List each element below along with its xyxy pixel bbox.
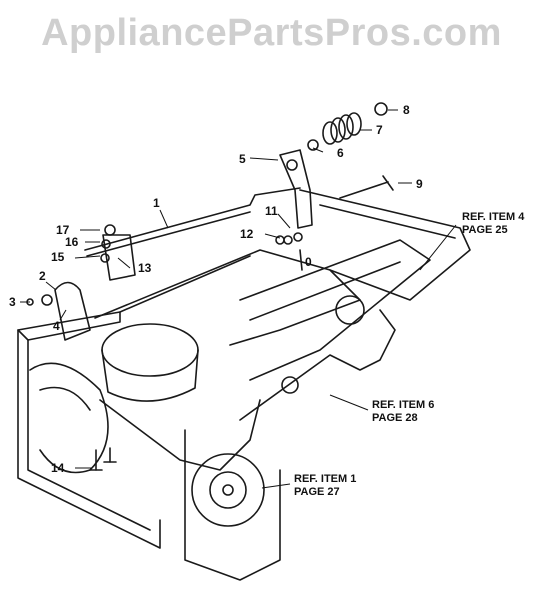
- ref-item-4-line1: REF. ITEM 4: [462, 211, 525, 223]
- callout-16: 16: [65, 235, 79, 249]
- callout-12: 12: [240, 227, 254, 241]
- nut: [374, 102, 388, 116]
- ref-item-1-line1: REF. ITEM 1: [294, 473, 356, 485]
- control-rod: [84, 187, 301, 251]
- callout-8: 8: [403, 103, 410, 117]
- bolt: [339, 181, 389, 199]
- spring: [322, 112, 362, 145]
- chute-opening: [101, 323, 199, 377]
- frame-rail-lower: [239, 239, 431, 381]
- callout-14: 14: [51, 461, 65, 475]
- callout-5: 5: [239, 152, 246, 166]
- callout-11: 11: [265, 204, 278, 218]
- ref-item-1-line2: PAGE 27: [294, 486, 340, 498]
- frame-rail-upper: [299, 189, 471, 301]
- callout-15: 15: [51, 250, 65, 264]
- watermark: AppliancePartsPros.com: [41, 12, 502, 54]
- side-bracket: [54, 281, 91, 341]
- callout-3: 3: [9, 295, 16, 309]
- housing-lower: [99, 399, 261, 471]
- impeller-disc: [191, 453, 265, 527]
- callout-17: 17: [56, 223, 70, 237]
- auger-housing: [29, 362, 109, 474]
- bracket: [279, 149, 313, 229]
- side-plate: [239, 309, 396, 421]
- housing-front-frame: [17, 311, 121, 341]
- ref-item-6-line1: REF. ITEM 6: [372, 399, 434, 411]
- callout-2: 2: [39, 269, 46, 283]
- housing-top: [94, 249, 361, 346]
- washer: [307, 139, 319, 151]
- callout-4: 4: [53, 319, 60, 333]
- callout-7: 7: [376, 123, 383, 137]
- callout-0: 0: [305, 255, 312, 269]
- callout-13: 13: [138, 261, 152, 275]
- callout-1: 1: [153, 196, 160, 210]
- ref-item-4-line2: PAGE 25: [462, 224, 508, 236]
- ref-item-6-line2: PAGE 28: [372, 412, 418, 424]
- callout-9: 9: [416, 177, 423, 191]
- linkage: [102, 234, 136, 281]
- callout-6: 6: [337, 146, 344, 160]
